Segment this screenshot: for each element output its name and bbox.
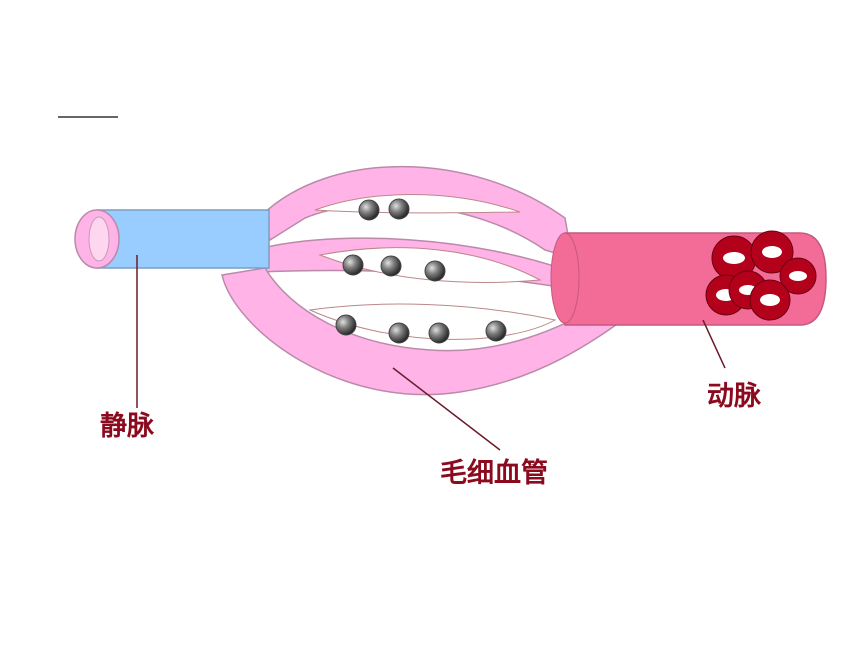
red-blood-cell: [749, 279, 791, 321]
cell: [388, 322, 410, 344]
artery-red-blood-cells: [705, 230, 817, 321]
red-blood-cell: [711, 235, 757, 281]
cell: [380, 255, 402, 277]
capillary-leader-line: [392, 367, 501, 451]
cell: [388, 198, 410, 220]
cell: [428, 322, 450, 344]
cell: [424, 260, 446, 282]
cell: [358, 199, 380, 221]
red-blood-cell: [779, 257, 817, 295]
cell: [342, 254, 364, 276]
capillary-blood-cells: [335, 198, 507, 344]
cell: [485, 320, 507, 342]
artery-label: 动脉: [707, 381, 761, 412]
vein-vessel: [74, 209, 270, 269]
red-blood-cell: [750, 230, 794, 274]
artery-leader-line: [702, 319, 726, 369]
capillary-label: 毛细血管: [440, 458, 548, 489]
vein-label: 静脉: [100, 411, 154, 442]
cell: [335, 314, 357, 336]
capillary-network: [221, 165, 632, 396]
